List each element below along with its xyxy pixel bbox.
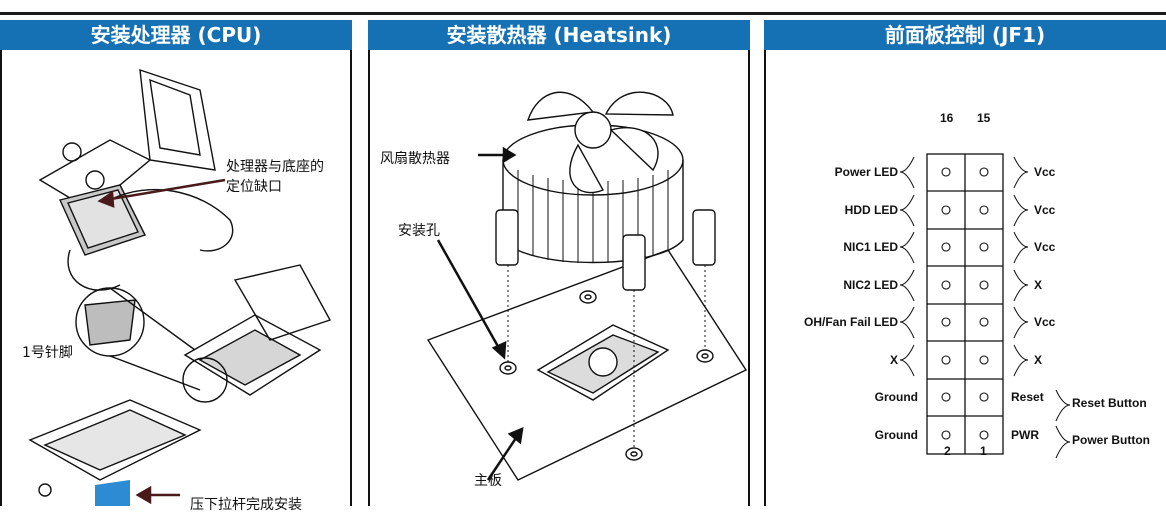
jf1-panel: 前面板控制 (JF1) bbox=[764, 20, 1166, 506]
row-5-left: OH/Fan Fail LED bbox=[803, 315, 898, 329]
row-1-right: Vcc bbox=[1034, 165, 1056, 179]
motherboard-label: 主板 bbox=[474, 473, 502, 489]
heatsink-illustration bbox=[426, 91, 748, 481]
pin-16-label: 16 bbox=[940, 111, 954, 125]
row-5-right: Vcc bbox=[1034, 315, 1056, 329]
row-4-left: NIC2 LED bbox=[843, 278, 898, 292]
reset-button-label: Reset Button bbox=[1072, 396, 1147, 410]
lever-label: 压下拉杆完成安装 bbox=[190, 497, 302, 513]
pin1-label: 1号针脚 bbox=[22, 345, 73, 361]
row-4-right: X bbox=[1034, 278, 1043, 292]
cpu-illustration bbox=[28, 68, 332, 506]
row-7-right: Reset bbox=[1011, 390, 1044, 404]
row-8-left: Ground bbox=[874, 428, 918, 442]
heatsink-panel-frame bbox=[368, 50, 750, 506]
jf1-pin-diagram bbox=[899, 153, 1071, 459]
row-1-left: Power LED bbox=[834, 165, 898, 179]
heatsink-panel-title: 安装散热器 (Heatsink) bbox=[368, 20, 750, 50]
jf1-panel-title: 前面板控制 (JF1) bbox=[764, 20, 1166, 50]
top-rule bbox=[0, 0, 1166, 15]
heatsink-panel: 安装散热器 (Heatsink) bbox=[368, 20, 750, 506]
pin-15-label: 15 bbox=[977, 111, 991, 125]
row-3-left: NIC1 LED bbox=[843, 240, 898, 254]
row-3-right: Vcc bbox=[1034, 240, 1056, 254]
row-7-left: Ground bbox=[874, 390, 918, 404]
cpu-panel-title: 安装处理器 (CPU) bbox=[0, 20, 352, 50]
row-2-left: HDD LED bbox=[844, 203, 898, 217]
row-8-right: PWR bbox=[1011, 428, 1039, 442]
row-2-right: Vcc bbox=[1034, 203, 1056, 217]
alignment-label: 处理器与底座的 bbox=[226, 159, 324, 175]
row-6-left: X bbox=[889, 353, 898, 367]
power-button-label: Power Button bbox=[1072, 433, 1150, 447]
alignment-label-2: 定位缺口 bbox=[226, 179, 282, 195]
cpu-panel-frame bbox=[0, 50, 352, 506]
fan-heatsink-label: 风扇散热器 bbox=[380, 151, 450, 167]
jf1-panel-frame bbox=[764, 50, 1166, 506]
pin-1-label: 1 bbox=[980, 444, 987, 458]
cpu-panel: 安装处理器 (CPU) bbox=[0, 20, 352, 513]
pin-2-label: 2 bbox=[944, 444, 951, 458]
row-6-right: X bbox=[1034, 353, 1043, 367]
mounting-holes-label: 安装孔 bbox=[398, 223, 440, 239]
